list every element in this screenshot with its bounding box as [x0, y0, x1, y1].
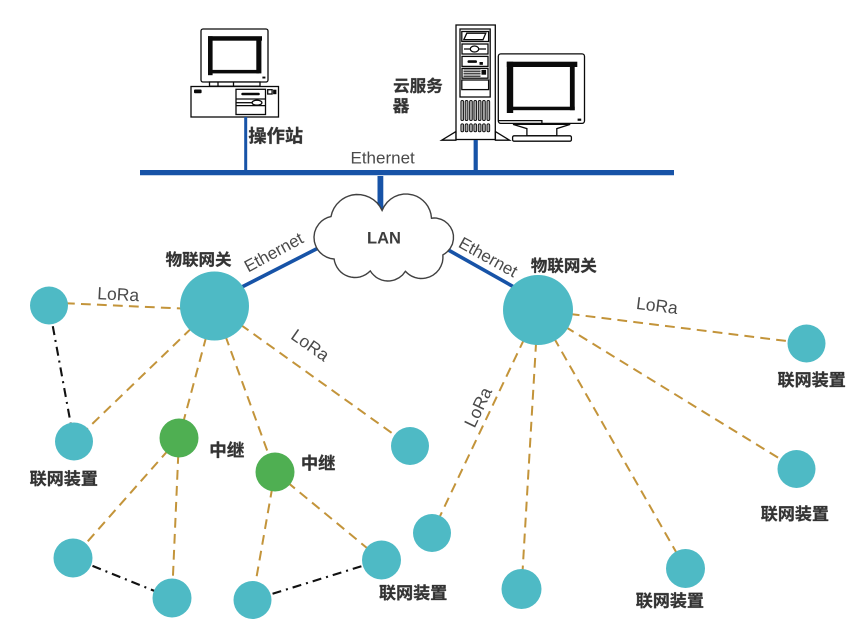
- svg-text:Ethernet: Ethernet: [351, 149, 416, 168]
- svg-text:LAN: LAN: [367, 230, 401, 248]
- svg-text:LoRa: LoRa: [97, 283, 140, 305]
